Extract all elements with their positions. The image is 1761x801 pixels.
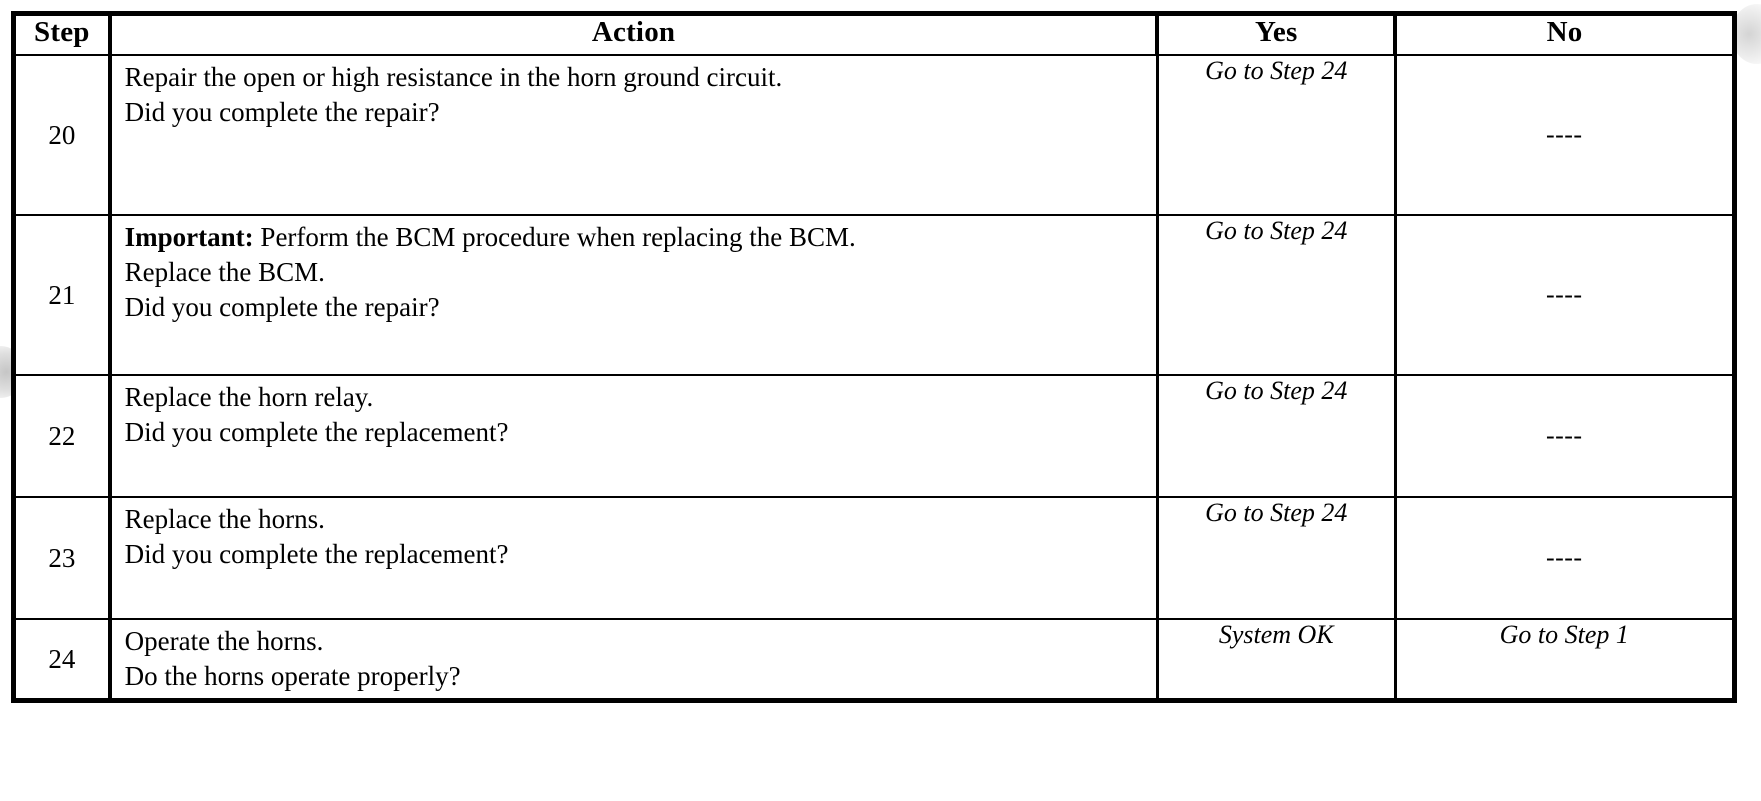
cell-no-result: ----	[1394, 54, 1736, 216]
column-header-step: Step	[12, 12, 112, 56]
action-line: Operate the horns.	[124, 626, 324, 656]
cell-no-result: Go to Step 1	[1394, 618, 1736, 702]
cell-no-result: ----	[1394, 214, 1736, 376]
branch-target: Go to Step 24	[1205, 498, 1348, 527]
table-row: 20 Repair the open or high resistance in …	[12, 54, 1736, 216]
action-question: Did you complete the replacement?	[124, 539, 509, 570]
branch-target: System OK	[1218, 620, 1334, 649]
cell-yes-result: Go to Step 24	[1156, 374, 1397, 498]
action-line: Replace the horn relay.	[124, 382, 374, 412]
table-body: 20 Repair the open or high resistance in …	[12, 54, 1736, 702]
cell-step-number: 21	[12, 214, 112, 376]
no-result-dashes: ----	[1545, 543, 1583, 572]
cell-no-result: ----	[1394, 374, 1736, 498]
cell-action-text: Operate the horns. Do the horns operate p…	[108, 618, 1159, 702]
cell-step-number: 20	[12, 54, 112, 216]
action-instruction-block: Important: Perform the BCM procedure whe…	[125, 220, 1156, 290]
cell-step-number: 24	[12, 618, 112, 702]
column-header-no: No	[1394, 12, 1736, 56]
action-instruction-block: Replace the horns.	[125, 502, 1156, 537]
diagnostic-table: Step Action Yes No 20 Repair the open or …	[11, 11, 1737, 704]
diagnostic-table-wrapper: Step Action Yes No 20 Repair the open or …	[11, 11, 1737, 704]
no-result-dashes: ----	[1545, 120, 1583, 149]
action-question: Do the horns operate properly?	[124, 661, 461, 692]
no-result-dashes: ----	[1545, 280, 1583, 309]
cell-no-result: ----	[1394, 496, 1736, 620]
cell-step-number: 23	[12, 496, 112, 620]
no-result-dashes: ----	[1545, 421, 1583, 450]
table-header-row: Step Action Yes No	[12, 12, 1736, 56]
cell-yes-result: Go to Step 24	[1156, 496, 1397, 620]
action-question: Did you complete the repair?	[124, 292, 440, 323]
action-line: Replace the horns.	[124, 504, 325, 534]
table-row: 24 Operate the horns. Do the horns operate…	[12, 618, 1736, 702]
action-line: Replace the BCM.	[124, 257, 325, 288]
table-row: 21 Important: Perform the BCM procedure w…	[12, 214, 1736, 376]
table-header: Step Action Yes No	[12, 12, 1736, 56]
cell-action-text: Repair the open or high resistance in th…	[108, 54, 1159, 216]
action-line: Important: Perform the BCM procedure whe…	[124, 222, 856, 252]
cell-yes-result: Go to Step 24	[1156, 214, 1397, 376]
table-row: 22 Replace the horn relay. Did you complet…	[12, 374, 1736, 498]
column-header-yes: Yes	[1156, 12, 1398, 56]
branch-target: Go to Step 24	[1205, 56, 1348, 85]
action-instruction-block: Replace the horn relay.	[125, 380, 1156, 415]
cell-yes-result: System OK	[1156, 618, 1397, 702]
cell-action-text: Replace the horns. Did you complete the r…	[108, 496, 1159, 620]
branch-target: Go to Step 24	[1205, 216, 1348, 245]
action-question: Did you complete the repair?	[124, 97, 440, 128]
column-header-action: Action	[108, 12, 1160, 56]
cell-action-text: Important: Perform the BCM procedure whe…	[108, 214, 1159, 376]
branch-target: Go to Step 24	[1205, 376, 1348, 405]
branch-target: Go to Step 1	[1499, 620, 1629, 649]
action-line: Repair the open or high resistance in th…	[124, 62, 783, 92]
cell-step-number: 22	[12, 374, 112, 498]
table-row: 23 Replace the horns. Did you complete the…	[12, 496, 1736, 620]
action-instruction-block: Operate the horns.	[125, 624, 1156, 659]
cell-yes-result: Go to Step 24	[1156, 54, 1397, 216]
action-instruction-block: Repair the open or high resistance in th…	[125, 60, 1156, 95]
cell-action-text: Replace the horn relay. Did you complete …	[108, 374, 1159, 498]
action-question: Did you complete the replacement?	[124, 417, 509, 448]
important-label: Important:	[124, 222, 254, 252]
